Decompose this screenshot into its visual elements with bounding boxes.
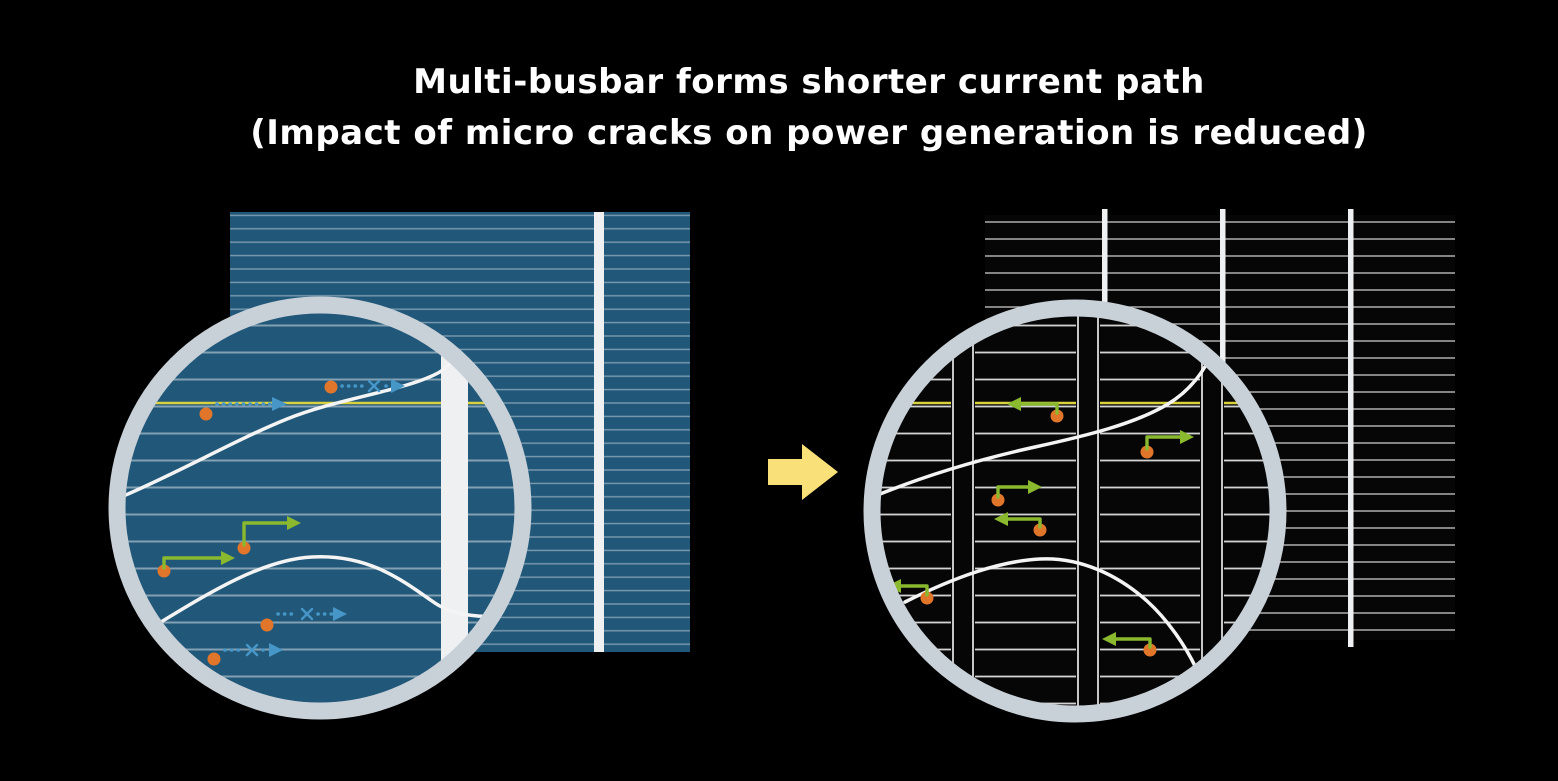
micro-crack — [879, 343, 1218, 496]
current-source-dot — [237, 541, 251, 555]
blocked-path-arrow-icon — [207, 643, 283, 666]
short-path-arrow-icon — [991, 480, 1042, 507]
current-source-dot — [920, 591, 934, 605]
title-line-2: (Impact of micro cracks on power generat… — [250, 113, 1368, 153]
blocked-x-icon — [367, 379, 381, 393]
current-source-dot — [1143, 643, 1157, 657]
magnifier-right-content — [879, 315, 1271, 707]
current-source-dot — [991, 493, 1005, 507]
short-path-arrow-icon — [1140, 430, 1194, 459]
magnifier-left-content — [124, 312, 516, 704]
conventional-cell-panel — [108, 212, 690, 720]
current-source-dot — [1033, 523, 1047, 537]
transition-arrow-icon — [768, 444, 838, 500]
blocked-path-arrow-icon — [324, 379, 405, 394]
short-path-arrow-icon — [1007, 397, 1064, 423]
short-path-arrow-icon — [994, 512, 1047, 537]
diagram-title: Multi-busbar forms shorter current path … — [0, 57, 1558, 159]
busbar — [594, 212, 604, 652]
long-path-arrow-icon — [199, 397, 287, 421]
magnified-busbar — [951, 315, 975, 707]
current-source-dot — [260, 618, 274, 632]
current-source-dot — [199, 407, 213, 421]
magnifier-right-ring — [863, 299, 1287, 723]
blocked-x-icon — [300, 607, 314, 621]
blocked-path-arrow-icon — [260, 607, 347, 632]
multi-busbar-cell-panel — [863, 209, 1455, 723]
short-path-arrow-icon — [237, 516, 301, 555]
title-line-1: Multi-busbar forms shorter current path — [413, 62, 1205, 102]
current-source-dot — [1140, 445, 1154, 459]
magnified-busbar — [441, 312, 468, 704]
micro-crack — [903, 557, 1198, 670]
short-path-arrow-icon — [1102, 632, 1157, 657]
current-source-dot — [207, 652, 221, 666]
current-source-dot — [1050, 409, 1064, 423]
micro-crack — [126, 555, 516, 644]
magnified-busbar — [1076, 315, 1100, 707]
blocked-x-icon — [245, 643, 259, 657]
short-path-arrow-icon — [157, 551, 235, 578]
current-source-dot — [157, 564, 171, 578]
busbar — [1348, 209, 1354, 647]
current-source-dot — [324, 380, 338, 394]
micro-crack — [124, 326, 473, 499]
magnifier-left-ring — [108, 296, 532, 720]
